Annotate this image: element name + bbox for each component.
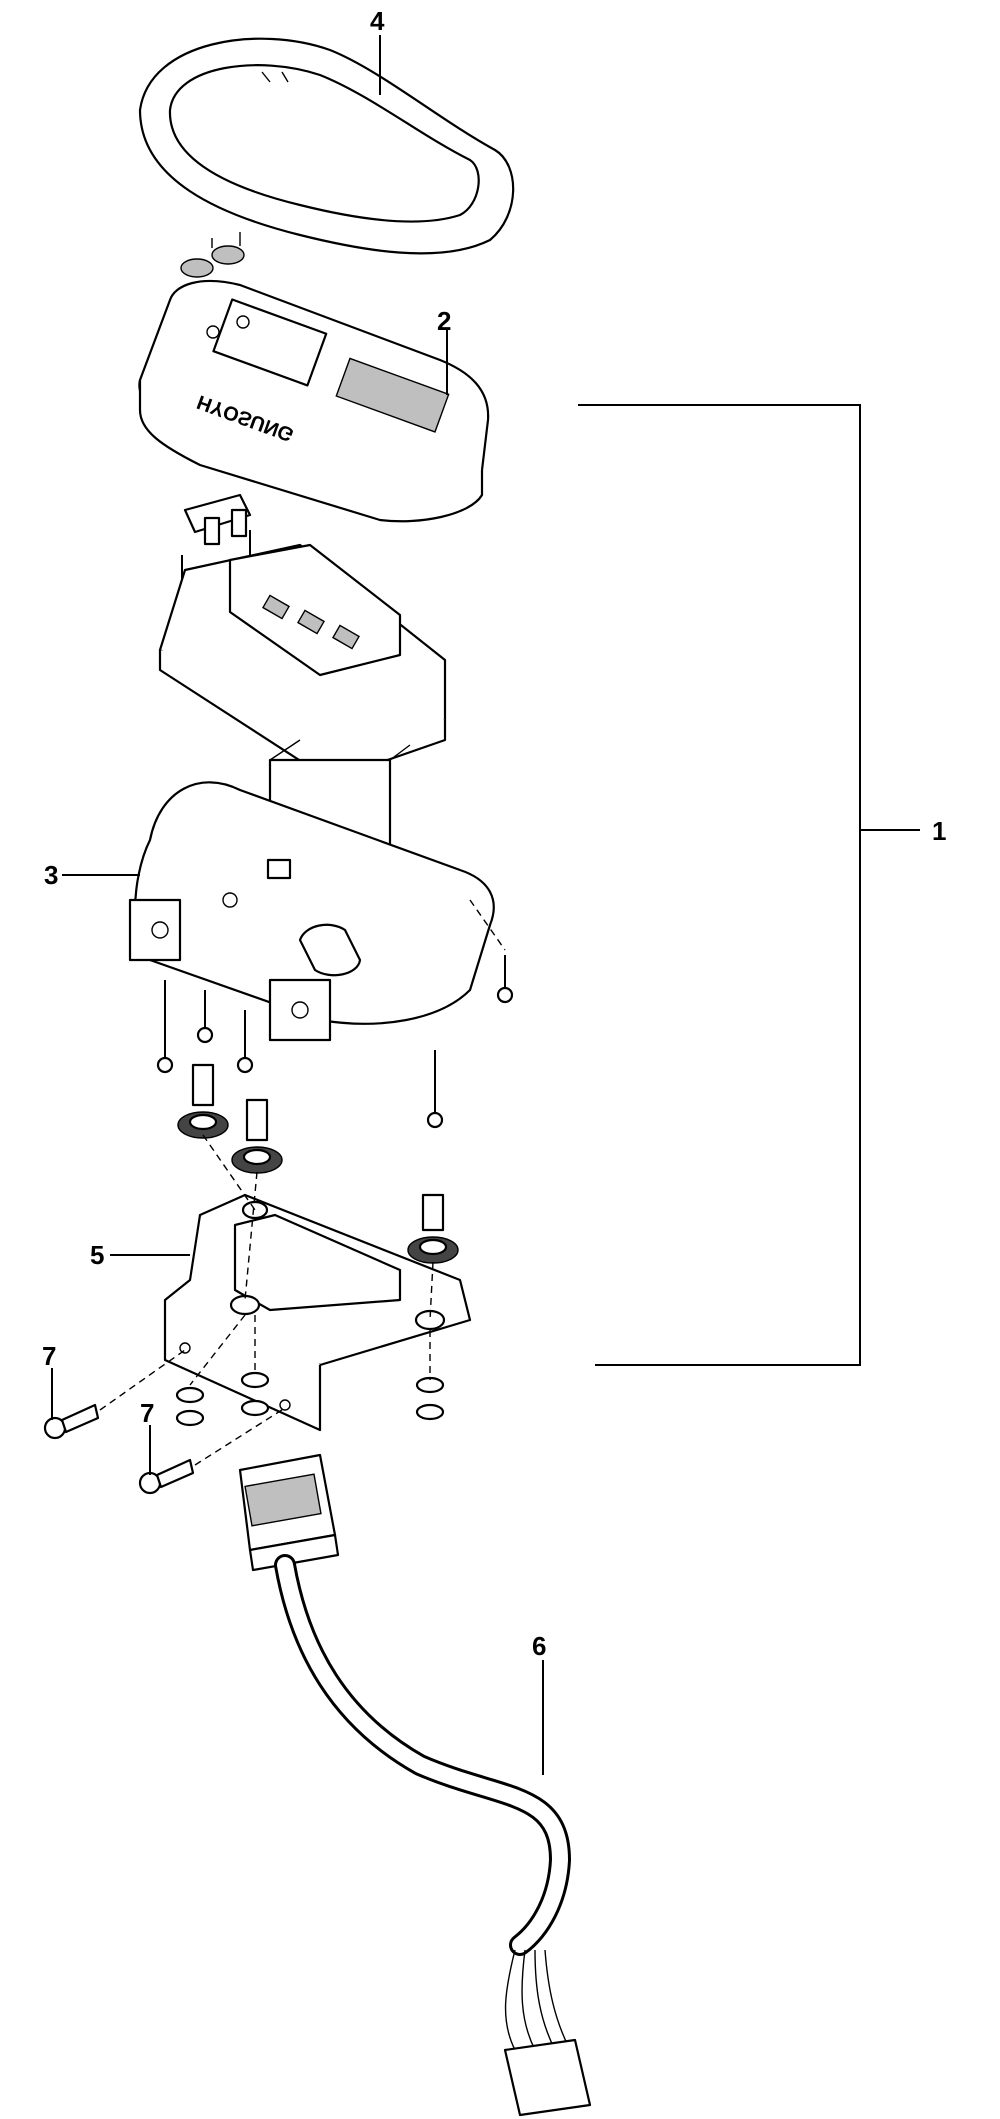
callout-label-2: 2 xyxy=(437,306,451,336)
bezel-grommets xyxy=(180,232,245,278)
callout-label-4: 4 xyxy=(370,6,385,36)
lcd-circuit-board xyxy=(158,543,447,847)
callout-label-7-lower: 7 xyxy=(140,1398,154,1428)
rubber-mounts-spacers xyxy=(177,1063,459,1264)
callout-label-1: 1 xyxy=(932,816,946,846)
callout-label-5: 5 xyxy=(90,1240,104,1270)
upper-cover: HYOSUNG xyxy=(138,279,490,523)
board-bracket-screws xyxy=(181,493,252,590)
wiring-harness xyxy=(238,1453,592,2117)
assembly-lines xyxy=(99,899,506,1466)
callout-label-3: 3 xyxy=(44,860,58,890)
lower-housing xyxy=(128,781,495,1042)
mounting-bracket xyxy=(163,1193,472,1432)
callout-label-7-upper: 7 xyxy=(42,1341,56,1371)
assembly-bracket-1 xyxy=(578,404,920,1366)
nuts-washers xyxy=(175,1371,445,1427)
housing-screws xyxy=(156,955,514,1129)
bezel-ring xyxy=(138,37,515,255)
callout-label-6: 6 xyxy=(532,1631,546,1661)
leader-lines xyxy=(51,35,544,1775)
bracket-screws xyxy=(43,1403,195,1495)
